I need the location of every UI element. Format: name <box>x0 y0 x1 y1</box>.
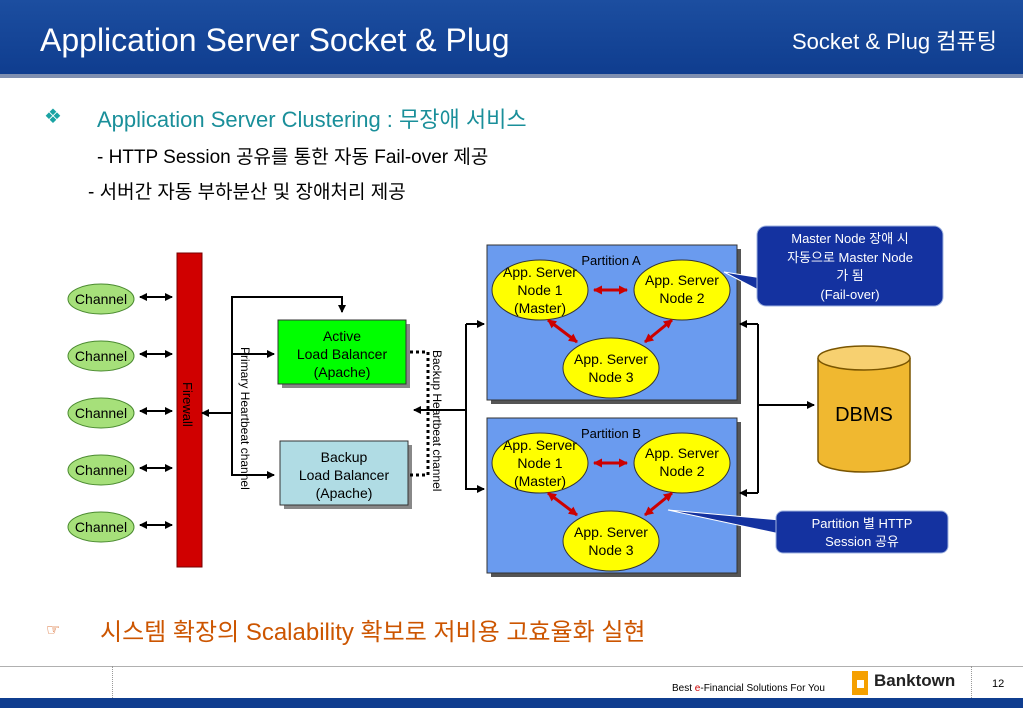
dbms-cylinder <box>817 345 911 473</box>
page-subtitle: Socket & Plug 컴퓨팅 <box>791 29 997 54</box>
header-divider <box>0 74 1023 78</box>
svg-text:App. Server: App. Server <box>574 351 648 367</box>
backup-load-balancer <box>279 440 409 506</box>
partition-dbms-connectors <box>739 320 815 497</box>
footer-separator <box>112 666 113 698</box>
partition-a-links <box>547 285 673 344</box>
header-bar <box>0 0 1023 74</box>
channel-list: Channel Channel Channel Channel Channel <box>67 283 135 543</box>
svg-text:(Master): (Master) <box>514 300 566 316</box>
channel-label: Channel <box>75 348 127 364</box>
svg-text:Master Node 장애 시: Master Node 장애 시 <box>791 231 909 246</box>
svg-text:Node 3: Node 3 <box>588 369 633 385</box>
svg-text:Session 공유: Session 공유 <box>825 534 899 549</box>
svg-text:(Fail-over): (Fail-over) <box>820 287 879 302</box>
svg-text:Node 2: Node 2 <box>659 463 704 479</box>
channel-label: Channel <box>75 405 127 421</box>
channel-arrows <box>139 293 173 529</box>
partition-b-links <box>547 458 673 517</box>
diamond-bullet-icon: ❖ <box>44 104 62 128</box>
callout-bottom-box <box>775 510 949 554</box>
callout-top-box <box>756 225 944 307</box>
channel-label: Channel <box>75 462 127 478</box>
svg-text:가 됨: 가 됨 <box>836 268 864 283</box>
svg-text:(Master): (Master) <box>514 473 566 489</box>
active-load-balancer <box>277 319 407 385</box>
footer-divider <box>0 666 1023 667</box>
backup-lb-line3: (Apache) <box>316 485 373 501</box>
backup-lb-line2: Load Balancer <box>299 467 390 483</box>
svg-text:App. Server: App. Server <box>574 524 648 540</box>
svg-text:App. Server: App. Server <box>503 264 577 280</box>
primary-heartbeat-label: Primary Heartbeat channel <box>238 347 252 490</box>
banktown-logo-icon <box>852 671 868 695</box>
page-title: Application Server Socket & Plug <box>40 22 510 58</box>
active-lb-line1: Active <box>323 328 361 344</box>
svg-text:Node 1: Node 1 <box>517 282 562 298</box>
channel-label: Channel <box>75 519 127 535</box>
partition-b-label: Partition B <box>581 426 641 441</box>
pointing-hand-icon: ☞ <box>46 620 61 639</box>
svg-text:App. Server: App. Server <box>645 272 719 288</box>
dbms-label: DBMS <box>835 404 893 426</box>
active-lb-line2: Load Balancer <box>297 346 388 362</box>
partition-a-node3 <box>562 337 660 399</box>
partition-b-node3 <box>562 510 660 572</box>
channel-node <box>67 397 135 429</box>
svg-text:Node 3: Node 3 <box>588 542 633 558</box>
svg-text:Node 1: Node 1 <box>517 455 562 471</box>
footer-bar <box>0 698 1023 708</box>
partition-b-node2 <box>633 432 731 494</box>
active-lb-line3: (Apache) <box>314 364 371 380</box>
page-number: 12 <box>992 678 1005 690</box>
channel-node <box>67 454 135 486</box>
channel-node <box>67 511 135 543</box>
partition-a-node2 <box>633 259 731 321</box>
partition-a-label: Partition A <box>581 253 641 268</box>
footer-slogan: Best e-Financial Solutions For You <box>672 683 825 694</box>
channel-label: Channel <box>75 291 127 307</box>
backup-heartbeat-label: Backup Heartbeat channel <box>430 350 444 491</box>
footer-separator <box>971 666 972 698</box>
banktown-logo-text: Banktown <box>874 671 956 690</box>
sub-item-loadbalance: - 서버간 자동 부하분산 및 장애처리 제공 <box>88 182 406 203</box>
channel-node <box>67 283 135 315</box>
lb-partition-connectors <box>413 320 485 493</box>
firewall-label: Firewall <box>180 382 195 427</box>
channel-node <box>67 340 135 372</box>
svg-text:자동으로 Master Node: 자동으로 Master Node <box>787 250 913 265</box>
backup-lb-line1: Backup <box>321 449 368 465</box>
partition-b-node1 <box>491 432 589 494</box>
partition-a-node1 <box>491 259 589 321</box>
sub-item-session: - HTTP Session 공유를 통한 자동 Fail-over 제공 <box>97 147 489 168</box>
bottom-bullet-text: 시스템 확장의 Scalability 확보로 저비용 고효율화 실현 <box>100 619 646 646</box>
svg-text:App. Server: App. Server <box>645 445 719 461</box>
backup-heartbeat-line <box>410 350 430 477</box>
firewall-lb-connectors <box>202 296 346 479</box>
svg-text:Partition 별 HTTP: Partition 별 HTTP <box>812 516 913 531</box>
svg-text:App. Server: App. Server <box>503 437 577 453</box>
main-bullet-text: Application Server Clustering : 무장애 서비스 <box>97 107 527 132</box>
svg-text:Node 2: Node 2 <box>659 290 704 306</box>
